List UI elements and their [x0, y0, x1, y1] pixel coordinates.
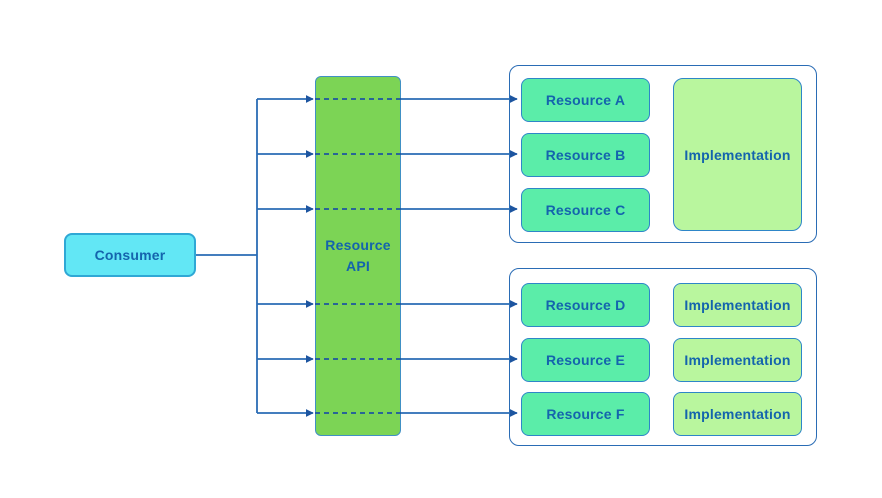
resource-a-node: Resource A: [521, 78, 650, 122]
implementation-f-node: Implementation: [673, 392, 802, 436]
consumer-node: Consumer: [64, 233, 196, 277]
resource-api-node: Resource API: [315, 76, 401, 436]
resource-c-label: Resource C: [545, 202, 626, 218]
resource-f-node: Resource F: [521, 392, 650, 436]
implementation-e-node: Implementation: [673, 338, 802, 382]
implementation-shared-node: Implementation: [673, 78, 802, 231]
resource-f-label: Resource F: [546, 406, 625, 422]
resource-d-label: Resource D: [545, 297, 626, 313]
resource-api-label-line2: API: [346, 258, 370, 274]
resource-e-label: Resource E: [545, 352, 626, 368]
resource-a-label: Resource A: [545, 92, 626, 108]
resource-api-label-line1: Resource: [325, 237, 391, 253]
resource-group-bottom: Resource D Resource E Resource F Impleme…: [509, 268, 817, 446]
implementation-shared-label: Implementation: [684, 146, 791, 163]
resource-c-node: Resource C: [521, 188, 650, 232]
resource-group-top: Resource A Resource B Resource C Impleme…: [509, 65, 817, 243]
resource-b-node: Resource B: [521, 133, 650, 177]
implementation-d-label: Implementation: [684, 297, 791, 313]
resource-e-node: Resource E: [521, 338, 650, 382]
implementation-e-label: Implementation: [684, 352, 791, 368]
implementation-f-label: Implementation: [684, 406, 791, 422]
resource-d-node: Resource D: [521, 283, 650, 327]
resource-b-label: Resource B: [545, 147, 626, 163]
implementation-d-node: Implementation: [673, 283, 802, 327]
consumer-label: Consumer: [94, 247, 166, 263]
